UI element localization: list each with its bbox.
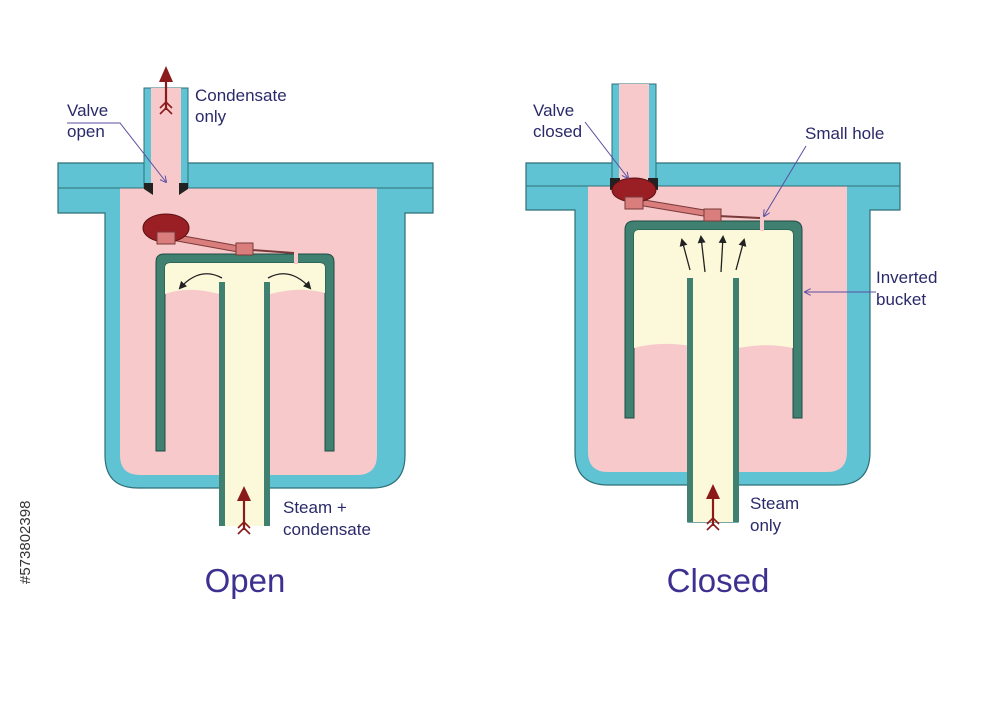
- condensate-only-label-1: Condensate: [195, 86, 287, 105]
- steam-only-label-2: only: [750, 516, 782, 535]
- small-hole-label: Small hole: [805, 124, 884, 143]
- valve-open-pointer: [67, 122, 166, 182]
- valve-seat-open: [144, 183, 188, 195]
- open-trap: Valve open Condensate only Steam + conde…: [57, 66, 434, 599]
- steam-in-arrow-closed: [706, 484, 720, 531]
- flow-arrow-left: [178, 273, 223, 290]
- valve-lever-closed: [611, 177, 761, 222]
- inverted-bucket-label-2: bucket: [876, 290, 926, 309]
- valve-closed-pointer: [584, 121, 628, 178]
- steam-in-arrow-open: [237, 486, 251, 535]
- valve-lever-open: [142, 213, 295, 256]
- steam-only-label-1: Steam: [750, 494, 799, 513]
- inlet-pipe-closed: [687, 278, 739, 522]
- flow-arrow-right: [267, 273, 312, 290]
- steam-condensate-label-2: condensate: [283, 520, 371, 539]
- condensate-out-arrow: [159, 66, 173, 115]
- valve-open-label-1: Valve: [67, 101, 108, 120]
- small-hole-pointer: [764, 145, 807, 216]
- inlet-pipe-open: [219, 282, 270, 526]
- closed-title: Closed: [667, 562, 770, 599]
- steam-rise-arrows: [679, 235, 747, 273]
- side-id-text: #573802398: [17, 501, 34, 584]
- inverted-bucket-label-1: Inverted: [876, 268, 937, 287]
- closed-trap: Valve closed Small hole Inverted bucket …: [525, 83, 937, 599]
- outlet-pipe: [611, 83, 657, 187]
- valve-closed-label-2: closed: [533, 122, 582, 141]
- condensate-only-label-2: only: [195, 107, 227, 126]
- valve-open-label-2: open: [67, 122, 105, 141]
- valve-closed-label-1: Valve: [533, 101, 574, 120]
- steam-condensate-label-1: Steam +: [283, 498, 347, 517]
- inverted-bucket-open: [155, 252, 335, 452]
- open-title: Open: [205, 562, 286, 599]
